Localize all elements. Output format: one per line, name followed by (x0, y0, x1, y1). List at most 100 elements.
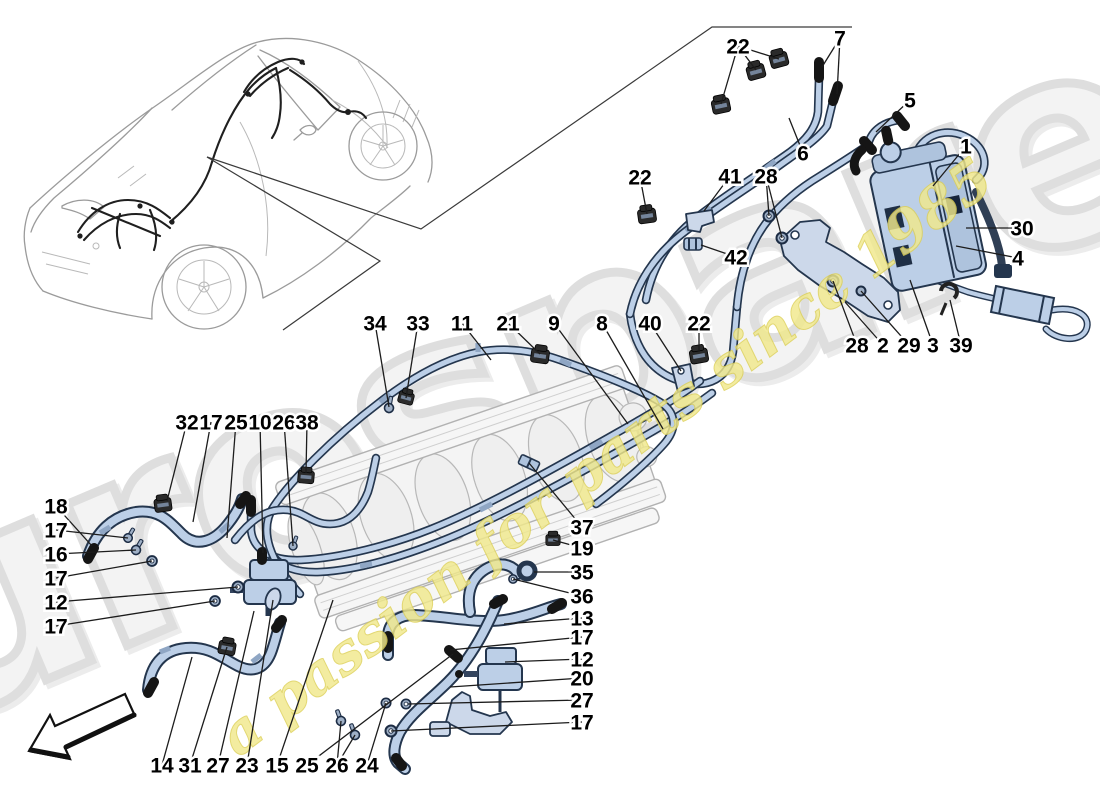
part-label-2: 2 (877, 335, 889, 358)
leader-line (407, 699, 583, 705)
leader-line (507, 322, 541, 355)
part-label-28: 28 (754, 166, 778, 189)
part-label-20: 20 (570, 668, 593, 691)
leader-line (166, 421, 188, 502)
part-label-19: 19 (570, 538, 593, 561)
front-wheel (161, 244, 247, 330)
direction-arrow (27, 692, 137, 761)
leader-line (405, 322, 419, 399)
car-illustration (23, 37, 433, 330)
part-label-23: 23 (235, 755, 258, 778)
part-label-21: 21 (496, 313, 520, 336)
vent-filter (939, 281, 1056, 326)
leader-line (306, 653, 454, 766)
leader-line (449, 677, 583, 688)
bolt-26 (331, 707, 348, 728)
canister-bracket (779, 219, 901, 323)
part-label-22: 22 (687, 313, 710, 336)
leader-line (55, 586, 239, 603)
part-label-26: 26 (272, 412, 295, 435)
leader-line (336, 720, 342, 766)
part-label-10: 10 (248, 412, 271, 435)
leader-line (390, 721, 583, 732)
gasket-23 (264, 587, 282, 611)
leader-line (909, 279, 934, 346)
canister-strap (972, 188, 1006, 270)
leader-line (836, 37, 841, 95)
leader-line (246, 599, 274, 766)
part-label-22: 22 (726, 36, 749, 59)
part-label-25: 25 (295, 755, 319, 778)
part-label-7: 7 (834, 28, 846, 51)
leader-line (552, 539, 583, 549)
part-label-37: 37 (570, 517, 593, 540)
leader-line (737, 45, 780, 60)
part-label-33: 33 (406, 313, 429, 336)
leader-line (932, 145, 967, 187)
part-label-16: 16 (44, 544, 67, 567)
leader-line (949, 299, 962, 346)
part-label-12: 12 (570, 649, 593, 672)
part-label-17: 17 (199, 412, 222, 435)
leader-line (192, 421, 212, 523)
leader-line (601, 322, 664, 430)
part-label-27: 27 (206, 755, 229, 778)
part-label-27: 27 (570, 690, 593, 713)
part-label-34: 34 (363, 313, 387, 336)
part-label-38: 38 (295, 412, 319, 435)
leader-line (528, 462, 583, 528)
leader-line (720, 45, 739, 105)
leader-line (504, 658, 583, 663)
leader-line (226, 421, 237, 539)
part-label-42: 42 (724, 247, 747, 270)
part-label-36: 36 (570, 586, 593, 609)
part-label-39: 39 (949, 335, 972, 358)
leader-line (788, 117, 804, 154)
leader-line (844, 301, 884, 346)
leader-line (553, 322, 629, 425)
part-label-31: 31 (178, 755, 202, 778)
part-label-17: 17 (44, 616, 67, 639)
grommet-35 (516, 560, 538, 582)
part-label-9: 9 (548, 313, 560, 336)
part-label-18: 18 (44, 496, 68, 519)
leader-line (366, 702, 387, 766)
part-label-8: 8 (596, 313, 608, 336)
leader-line (161, 656, 193, 766)
part-label-12: 12 (44, 592, 67, 615)
clamp-39 (939, 281, 959, 300)
leader-line (512, 578, 583, 597)
leader-line (860, 290, 910, 346)
carbon-canister (869, 125, 1012, 292)
left-valve (230, 547, 297, 616)
part-label-3: 3 (927, 335, 939, 358)
clip-22 (709, 92, 732, 116)
part-label-41: 41 (718, 166, 742, 189)
part-label-17: 17 (570, 712, 593, 735)
leader-line (374, 322, 390, 408)
leader-line (276, 599, 334, 766)
part-label-30: 30 (1010, 218, 1033, 241)
rear-wheel (348, 111, 418, 181)
leader-line (461, 322, 492, 361)
part-label-15: 15 (265, 755, 289, 778)
leader-line (639, 176, 648, 215)
leader-line (955, 245, 1019, 259)
leader-line (832, 280, 858, 346)
leader-line (449, 636, 583, 651)
leader-line (821, 37, 841, 68)
part-label-17: 17 (44, 568, 67, 591)
part-label-14: 14 (150, 755, 174, 778)
part-label-32: 32 (175, 412, 198, 435)
callout-cone-lines (206, 26, 852, 331)
part-label-5: 5 (904, 90, 916, 113)
part-label-24: 24 (355, 755, 379, 778)
part-label-4: 4 (1012, 248, 1024, 271)
leader-line (189, 646, 228, 766)
part-label-6: 6 (797, 143, 809, 166)
leader-line (283, 421, 294, 547)
leader-line (259, 421, 264, 554)
evap-pipes (88, 57, 1087, 769)
leader-line (703, 175, 731, 212)
